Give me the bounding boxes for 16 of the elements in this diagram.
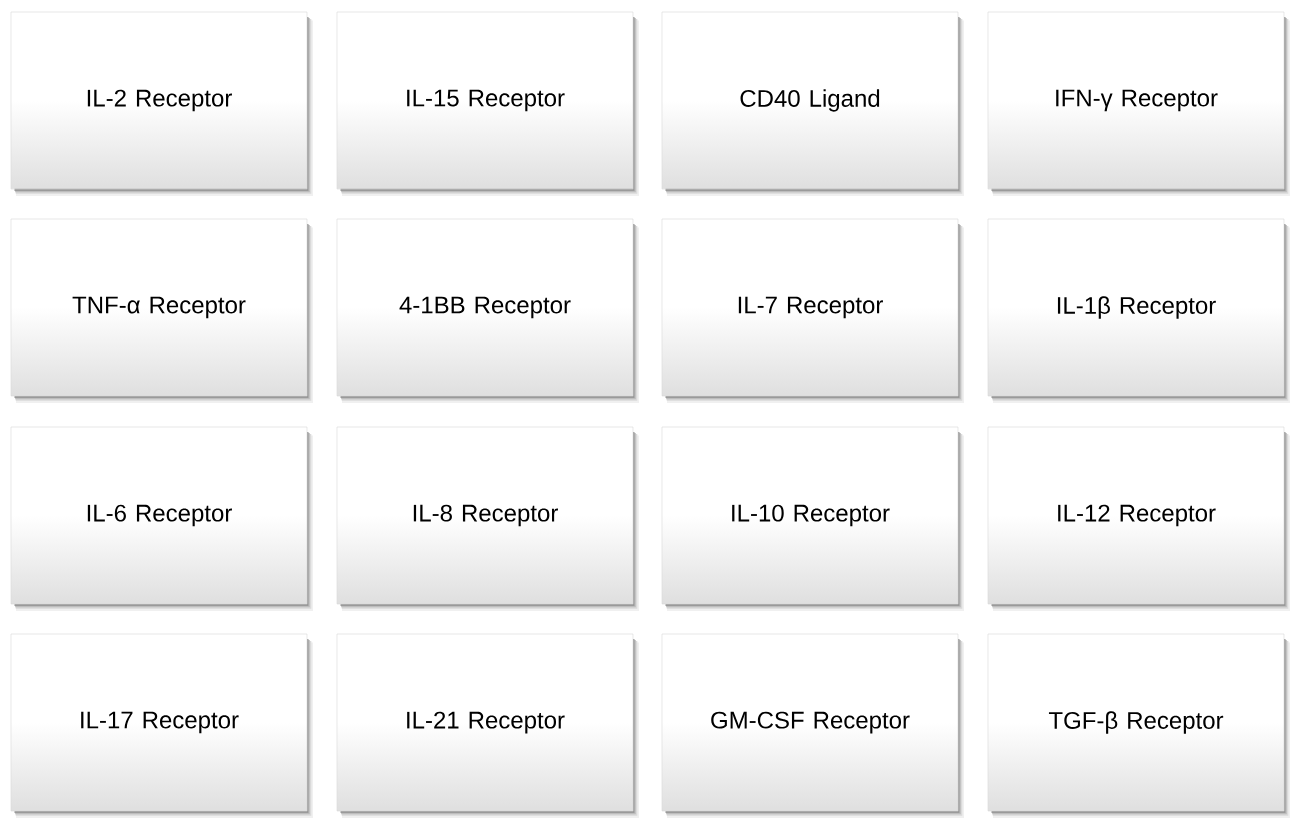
label-card: TGF-β Receptor (987, 633, 1290, 818)
label-card: 4-1BB Receptor (336, 218, 639, 403)
label-card: CD40 Ligand (661, 11, 964, 196)
label-card: IL-21 Receptor (336, 633, 639, 818)
label-card: IL-15 Receptor (336, 11, 639, 196)
label-card: IL-17 Receptor (10, 633, 313, 818)
label-card: IL-7 Receptor (661, 218, 964, 403)
label-card: IL-2 Receptor (10, 11, 313, 196)
label-card: IL-1β Receptor (987, 218, 1290, 403)
label-card: IL-8 Receptor (336, 426, 639, 611)
label-card: IL-10 Receptor (661, 426, 964, 611)
label-card: GM-CSF Receptor (661, 633, 964, 818)
label-card: IL-6 Receptor (10, 426, 313, 611)
label-card: IFN-γ Receptor (987, 11, 1290, 196)
label-card: TNF-α Receptor (10, 218, 313, 403)
label-card: IL-12 Receptor (987, 426, 1290, 611)
